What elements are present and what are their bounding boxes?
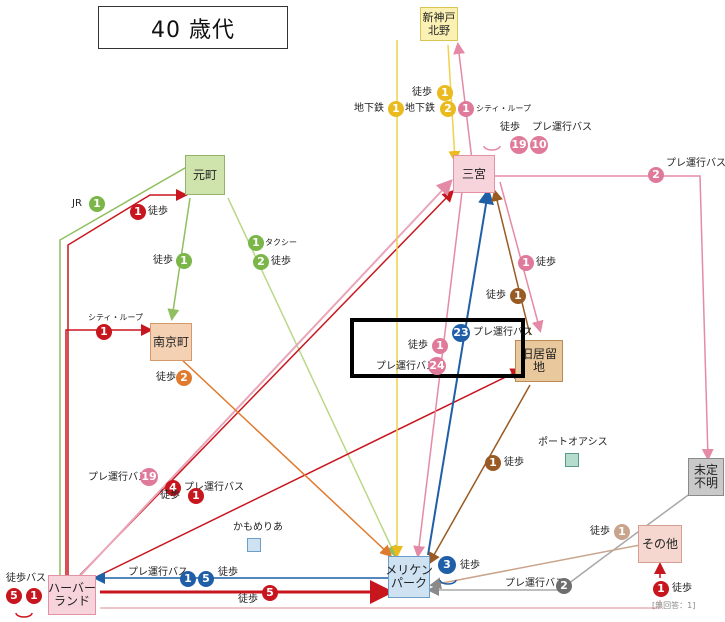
badge-walk-19: 19 (510, 136, 528, 154)
badge-city-loop-1: 1 (96, 324, 112, 340)
label-walk-kyoryuchi: 徒歩 (486, 290, 506, 301)
label-subway-1: 地下鉄 (354, 103, 384, 114)
label-walk-hm: 徒歩 (218, 567, 238, 578)
label-premium-4: プレ運行バス (184, 482, 244, 493)
note-no-answer: [無回答：1] (652, 601, 696, 610)
badge-meriken-3: 3 (438, 556, 456, 574)
label-walk-sannomiya: 徒歩 (536, 257, 556, 268)
label-kamomeria: かもめりあ (233, 522, 283, 533)
label-walk-kitano: 徒歩 (412, 87, 432, 98)
badge-walk-1a: 1 (130, 204, 146, 220)
label-walk-harbor: 徒歩 (160, 490, 180, 501)
label-walk-19: 徒歩 (500, 122, 520, 133)
badge-nankin-walk-2: 2 (176, 370, 192, 386)
label-premium-23: プレ運行バス (473, 327, 533, 338)
label-others-walk-b: 徒歩 (672, 583, 692, 594)
page-title: 40 歳代 (98, 6, 288, 49)
badge-walk-meriken-1: 1 (432, 338, 448, 354)
badge-bus-2-bottom: 2 (556, 578, 572, 594)
badge-bus-23: 23 (452, 324, 470, 342)
label-nankin-walk: 徒歩 (156, 372, 176, 383)
badge-subway-1: 1 (388, 101, 404, 117)
label-walk-1a: 徒歩 (148, 206, 168, 217)
label-premium-bottom: プレ運行バス (505, 578, 565, 589)
port-oasis-marker (565, 453, 579, 467)
label-walk-bottom: 徒歩 (238, 594, 258, 605)
label-premium-2: プレ運行バス (666, 158, 725, 169)
badge-jr-1: 1 (89, 196, 105, 212)
node-meriken: メリケン パーク (385, 556, 433, 598)
badge-taxi-1: 1 (248, 235, 264, 251)
badge-bus-24: 24 (428, 357, 446, 375)
label-walk-bus: 徒歩バス (6, 573, 46, 584)
badge-bus-19-harbor: 19 (140, 468, 158, 486)
badge-harbor-5: 5 (6, 588, 22, 604)
label-premium-24: プレ運行バス (376, 361, 436, 372)
label-port-oasis: ポートオアシス (538, 437, 608, 448)
badge-walk-5-hm: 5 (198, 571, 214, 587)
badge-harbor-1: 1 (26, 588, 42, 604)
badge-bus-2: 2 (648, 167, 664, 183)
badge-walk-kitano-1: 1 (437, 85, 453, 101)
node-motomachi: 元町 (185, 155, 225, 195)
label-kyoryuchi-walk: 徒歩 (504, 457, 524, 468)
label-city-loop-kitano: シティ・ループ (476, 104, 532, 113)
label-walk-1b: 徒歩 (153, 255, 173, 266)
label-city-loop: シティ・ループ (88, 313, 144, 322)
node-harborland: ハーバー ランド (48, 575, 96, 615)
label-jr: JR (72, 198, 82, 209)
badge-walk-2: 2 (253, 254, 269, 270)
label-subway-kitano: 地下鉄 (405, 103, 435, 114)
label-others-walk: 徒歩 (590, 526, 610, 537)
highlight-frame (350, 318, 525, 378)
label-meriken-walk: 徒歩 (460, 560, 480, 571)
badge-bus-10: 10 (530, 136, 548, 154)
label-walk-meriken: 徒歩 (408, 340, 428, 351)
badge-others-walk-1: 1 (614, 524, 630, 540)
badge-bus-4-harbor: 4 (165, 480, 181, 496)
label-premium-19: プレ運行バス (88, 472, 148, 483)
label-premium-10: プレ運行バス (532, 122, 592, 133)
node-others: その他 (638, 525, 682, 563)
badge-walk-1b: 1 (176, 253, 192, 269)
badge-others-walk-1b: 1 (653, 581, 669, 597)
node-nankinmachi: 南京町 (150, 323, 192, 361)
badge-walk-5-bottom: 5 (262, 585, 278, 601)
node-sannomiya: 三宮 (453, 155, 495, 193)
badge-bus-1-hm: 1 (180, 571, 196, 587)
badge-kyoryuchi-walk-1: 1 (485, 455, 501, 471)
node-kitano: 新神戸 北野 (420, 7, 458, 41)
node-undecided: 未定 不明 (688, 458, 724, 496)
badge-walk-sannomiya-1: 1 (518, 255, 534, 271)
badge-walk-kyoryuchi-1: 1 (510, 288, 526, 304)
label-premium-hm: プレ運行バス (128, 567, 188, 578)
badge-subway-kitano-2: 2 (440, 101, 456, 117)
label-walk-2: 徒歩 (271, 256, 291, 267)
label-taxi: タクシー (265, 238, 297, 247)
badge-walk-1-harbor: 1 (188, 488, 204, 504)
badge-city-loop-kitano-1: 1 (458, 101, 474, 117)
kamomeria-marker (247, 538, 261, 552)
